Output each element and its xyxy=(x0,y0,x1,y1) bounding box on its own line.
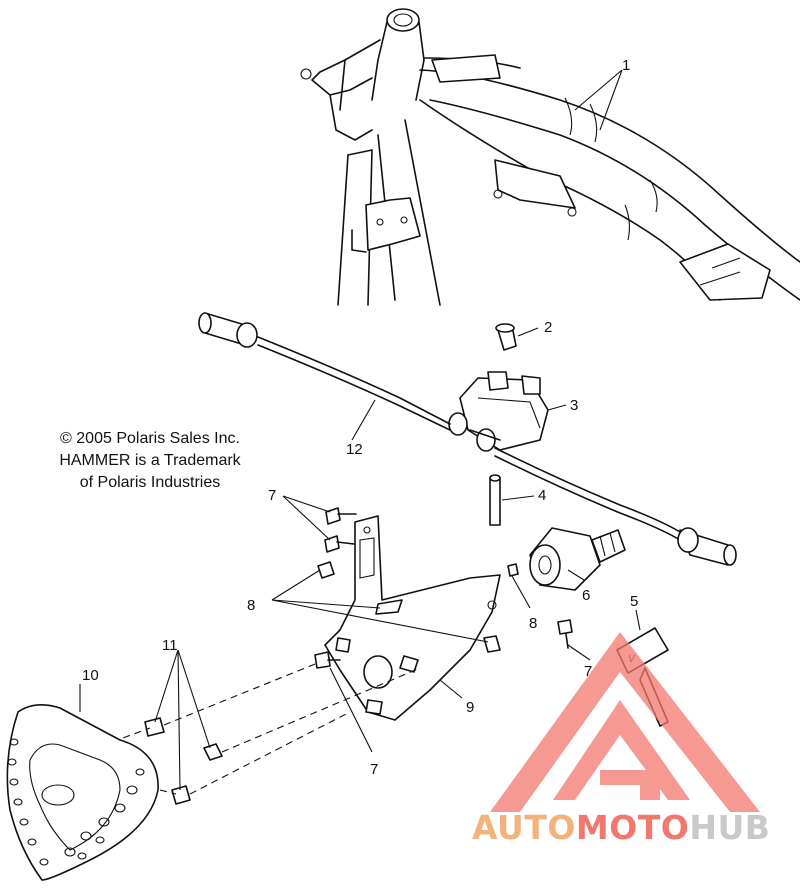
clip-part-11 xyxy=(144,717,223,805)
leader-lines xyxy=(79,69,641,791)
watermark-auto: AUTO xyxy=(472,808,576,847)
cable-part-12 xyxy=(198,312,737,566)
callout-numbers: 1 2 3 4 5 6 7 7 7 8 8 9 10 11 12 xyxy=(82,57,638,778)
housing-part-3 xyxy=(448,371,549,452)
callout-7-right: 7 xyxy=(584,663,592,680)
watermark-moto: MOTO xyxy=(575,808,690,847)
callout-5: 5 xyxy=(630,593,638,610)
trademark-line: HAMMER is a Trademark xyxy=(59,452,241,469)
watermark-text: AUTOMOTOHUB xyxy=(472,808,770,847)
callout-10: 10 xyxy=(82,667,99,684)
callout-1: 1 xyxy=(622,57,630,74)
callout-2: 2 xyxy=(544,319,552,336)
bracket-part-9 xyxy=(324,515,501,721)
callout-7-top: 7 xyxy=(268,487,276,504)
callout-7-bottom: 7 xyxy=(370,761,378,778)
callout-8-right: 8 xyxy=(529,615,537,632)
callout-8-left: 8 xyxy=(247,597,255,614)
cover-holes xyxy=(7,738,145,866)
copyright-line: © 2005 Polaris Sales Inc. xyxy=(60,430,240,447)
screw-part-7-top xyxy=(324,507,357,553)
callout-12: 12 xyxy=(346,441,363,458)
trademark-owner-line: of Polaris Industries xyxy=(79,474,221,491)
callout-3: 3 xyxy=(570,397,578,414)
screw-part-7-bottom xyxy=(314,651,341,669)
nut-part-8 xyxy=(317,561,519,653)
pin-part-4 xyxy=(489,474,501,526)
callout-4: 4 xyxy=(538,487,546,504)
watermark-hub: HUB xyxy=(689,808,771,847)
callout-11: 11 xyxy=(162,637,178,654)
triangle-logo xyxy=(490,632,760,812)
copyright-notice: © 2005 Polaris Sales Inc. HAMMER is a Tr… xyxy=(30,428,270,494)
screw-part-7-right xyxy=(557,619,573,649)
callout-6: 6 xyxy=(582,587,590,604)
frame-part-1 xyxy=(300,8,800,306)
callout-9: 9 xyxy=(466,699,474,716)
cap-part-2 xyxy=(495,323,517,351)
cover-part-10 xyxy=(6,704,159,881)
switch-part-6 xyxy=(529,527,626,591)
